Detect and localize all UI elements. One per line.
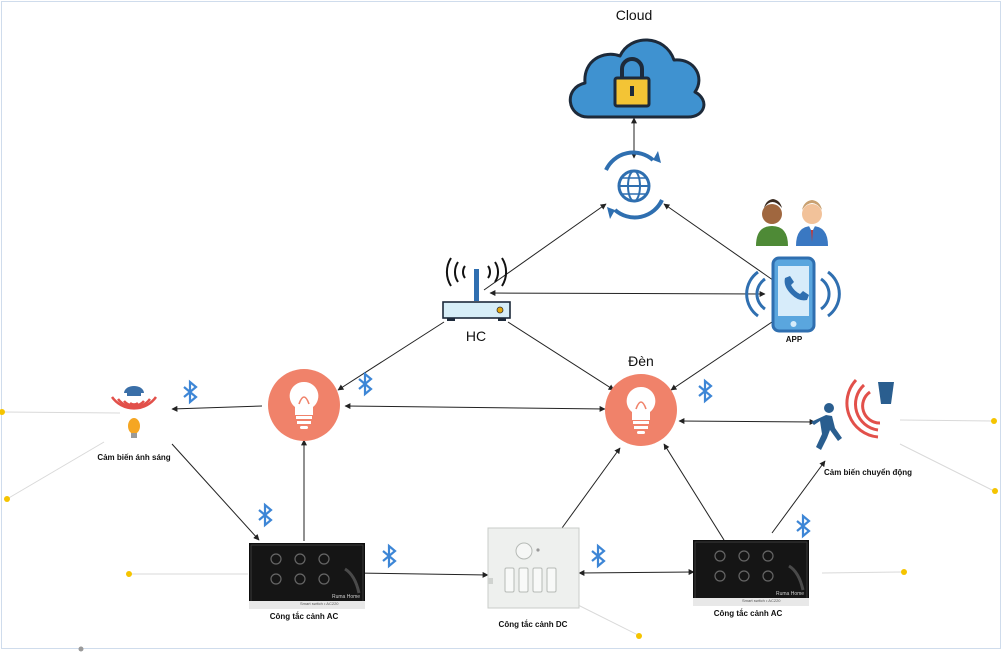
connector-dots <box>0 409 998 652</box>
link-bulb-left-light-sensor <box>171 405 263 412</box>
hub-node[interactable]: HC <box>442 257 511 344</box>
link-switch-dc-switch-ac-right <box>578 569 695 576</box>
bulb-left-node[interactable] <box>268 369 340 441</box>
cloud-node[interactable]: Cloud <box>568 7 706 119</box>
cloud-lock-icon <box>568 38 706 119</box>
bluetooth-icon <box>357 372 373 396</box>
link-switch-ac-switch-dc <box>353 570 489 578</box>
link-switch-ac-right-bulb-right <box>663 443 725 541</box>
app-label: APP <box>786 335 803 344</box>
bluetooth-icon <box>182 380 198 404</box>
switch-dc-label: Công tắc cảnh DC <box>499 620 568 629</box>
link-internet-app <box>663 203 781 286</box>
lamp-right-label: Đèn <box>628 353 654 369</box>
link-switch-dc-bulb-right <box>561 447 621 529</box>
switch-ac-right-node[interactable]: Smart switch • AC220 Ruma Home Công tắc … <box>691 538 811 618</box>
users-icon <box>756 199 828 246</box>
bluetooth-icon <box>697 379 713 403</box>
link-bulbs <box>344 403 606 412</box>
link-hub-bulb-left <box>337 321 445 391</box>
switch-panel-photo <box>487 527 580 609</box>
router-icon <box>442 257 511 321</box>
link-hub-app <box>489 290 766 297</box>
internet-node[interactable] <box>604 150 664 220</box>
smartphone-call-icon <box>745 256 841 333</box>
dangling-connectors <box>2 411 995 636</box>
cloud-label: Cloud <box>616 7 653 23</box>
switch-panel-photo: Smart switch • AC220 Ruma Home <box>247 541 367 611</box>
motion-sensor-label: Cảm biến chuyển động <box>824 468 912 477</box>
link-light-sensor-switch-ac <box>171 443 260 541</box>
link-hub-bulb-right <box>507 321 615 391</box>
switch-brand: Ruma Home <box>776 591 804 597</box>
app-node[interactable]: APP <box>745 256 841 344</box>
link-bulb-right-motion-sensor <box>678 418 816 425</box>
link-app-bulb-right <box>670 321 773 391</box>
bulb-right-node[interactable]: Đèn <box>605 353 677 446</box>
globe-sync-icon <box>604 150 664 220</box>
light-sensor-icon <box>110 386 158 438</box>
link-switch-ac-right-motion-sensor <box>771 460 826 534</box>
switch-ac-left-label: Công tắc cảnh AC <box>270 612 339 621</box>
hub-label: HC <box>466 328 486 344</box>
switch-ac-right-label: Công tắc cảnh AC <box>714 609 783 618</box>
switch-dc-node[interactable]: Công tắc cảnh DC <box>487 527 580 629</box>
connections <box>171 117 826 578</box>
link-hub-internet <box>483 203 607 291</box>
light-sensor-node[interactable]: Cảm biến ánh sáng <box>97 386 171 462</box>
bluetooth-icon <box>590 544 606 568</box>
switch-panel-photo: Smart switch • AC220 Ruma Home <box>691 538 811 608</box>
bluetooth-icon <box>257 503 273 527</box>
motion-sensor-node[interactable]: Cảm biến chuyển động <box>811 378 912 477</box>
bluetooth-icon <box>381 544 397 568</box>
motion-sensor-icon <box>811 378 894 450</box>
switch-caption: Smart switch • AC220 <box>742 598 781 603</box>
switch-brand: Ruma Home <box>332 594 360 600</box>
light-sensor-label: Cảm biến ánh sáng <box>97 453 170 462</box>
switch-ac-left-node[interactable]: Smart switch • AC220 Ruma Home Công tắc … <box>247 541 367 621</box>
bluetooth-icon <box>795 514 811 538</box>
switch-caption: Smart switch • AC220 <box>300 601 339 606</box>
